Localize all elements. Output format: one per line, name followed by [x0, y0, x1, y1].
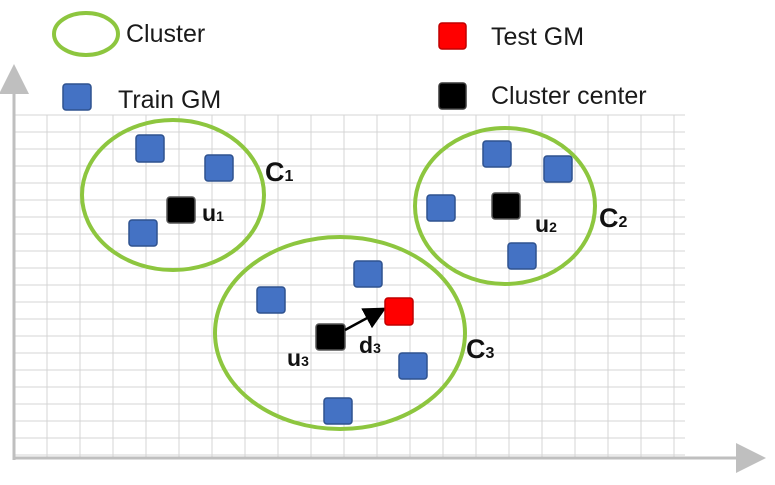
legend-cluster-swatch [52, 11, 120, 57]
train-gm-point [128, 219, 158, 247]
label-u1: u1 [202, 200, 224, 226]
train-gm-point [426, 194, 456, 222]
train-gm-point [353, 260, 383, 288]
legend-cluster-label: Cluster [126, 20, 205, 48]
train-gm-point [543, 155, 573, 183]
train-gm-point [204, 154, 234, 182]
label-u3: u3 [287, 345, 309, 371]
legend-train-swatch [62, 83, 92, 111]
train-gm-points [128, 134, 573, 425]
background-grid [13, 114, 685, 458]
distance-arrow-d3 [344, 307, 387, 332]
cluster-c3 [213, 235, 467, 431]
train-gm-point [323, 397, 353, 425]
legend-train-label: Train GM [118, 86, 221, 114]
legend-center-swatch [438, 82, 467, 110]
legend-test-label: Test GM [491, 23, 584, 51]
legend: Cluster Train GM Test GM Cluster center [52, 11, 647, 114]
label-c1: C1 [265, 157, 294, 187]
cluster-c2 [413, 126, 597, 286]
cluster-center-u2 [491, 192, 521, 220]
cluster-c1 [80, 118, 266, 272]
label-c2: C2 [599, 203, 628, 233]
label-u2: u2 [535, 211, 557, 237]
legend-test-swatch [438, 22, 467, 50]
train-gm-point [135, 134, 165, 163]
label-c3: C3 [466, 334, 495, 364]
train-gm-point [507, 242, 537, 270]
train-gm-point [482, 140, 512, 168]
label-d3: d3 [359, 332, 381, 358]
train-gm-point [256, 286, 286, 314]
legend-center-label: Cluster center [491, 82, 647, 110]
train-gm-point [398, 352, 428, 380]
cluster-center-u3 [315, 323, 346, 351]
cluster-center-u1 [166, 196, 196, 224]
test-gm-point [384, 297, 414, 326]
